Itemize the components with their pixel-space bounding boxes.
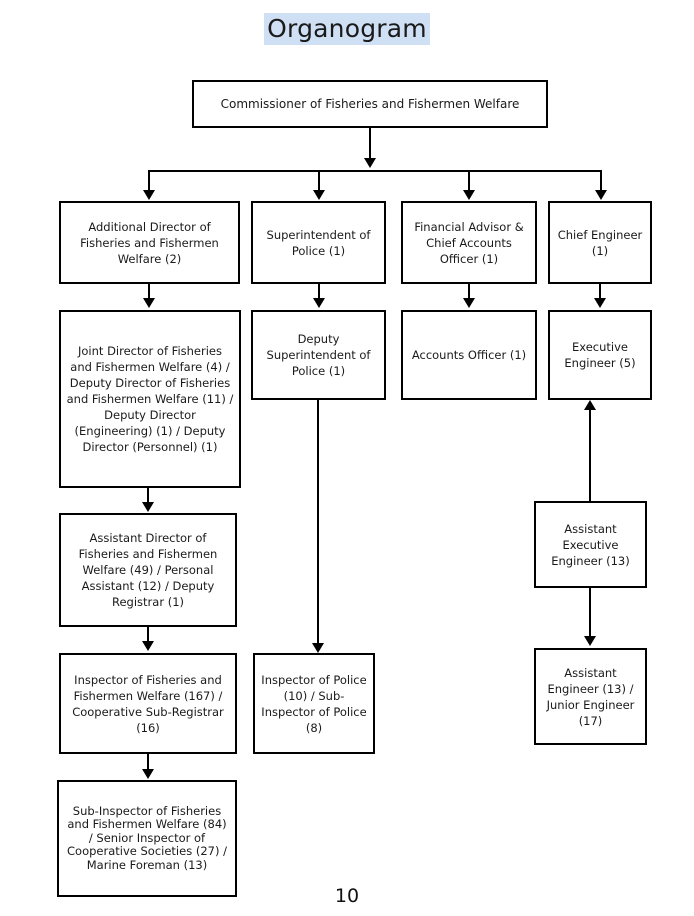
node-sub-inspector-of-fisheries[interactable]: Sub-Inspector of Fisheries and Fishermen… (57, 780, 237, 897)
node-inspector-of-police[interactable]: Inspector of Police (10) / Sub-Inspector… (253, 653, 375, 754)
connector-financial-to-accounts-arrow (463, 298, 475, 308)
node-sub-inspector-of-fisheries-label: Sub-Inspector of Fisheries and Fishermen… (67, 803, 227, 872)
node-financial-advisor-label: Financial Advisor & Chief Accounts Offic… (414, 219, 524, 266)
node-assistant-executive-engineer[interactable]: Assistant Executive Engineer (13) (534, 501, 647, 588)
node-executive-engineer-label: Executive Engineer (5) (564, 340, 636, 370)
connector-drop-superintendent (318, 170, 320, 192)
node-commissioner[interactable]: Commissioner of Fisheries and Fishermen … (192, 80, 548, 128)
connector-additional-to-joint-arrow (143, 298, 155, 308)
connector-assistant-exec-to-executive-arrow (584, 400, 596, 410)
connector-chief-to-executive-arrow (594, 298, 606, 308)
node-commissioner-label: Commissioner of Fisheries and Fishermen … (220, 96, 520, 111)
connector-inspector-to-sub-inspector (147, 754, 149, 770)
node-superintendent-of-police[interactable]: Superintendent of Police (1) (251, 201, 386, 284)
connector-additional-to-joint (148, 284, 150, 300)
node-assistant-engineer-label: Assistant Engineer (13) / Junior Enginee… (546, 665, 635, 728)
connector-assistant-exec-to-executive (589, 405, 591, 501)
node-assistant-director-label: Assistant Director of Fisheries and Fish… (78, 531, 218, 609)
connector-superintendent-to-deputy-arrow (313, 298, 325, 308)
connector-deputy-to-inspector-police (317, 400, 319, 646)
node-additional-director[interactable]: Additional Director of Fisheries and Fis… (59, 201, 240, 284)
node-deputy-superintendent-of-police[interactable]: Deputy Superintendent of Police (1) (251, 310, 386, 400)
connector-drop-additional-director (148, 170, 150, 192)
node-superintendent-of-police-label: Superintendent of Police (1) (266, 227, 371, 258)
page-title-text: Organogram (264, 13, 430, 45)
connector-commissioner-stem-arrow (364, 158, 376, 168)
node-executive-engineer[interactable]: Executive Engineer (5) (548, 310, 652, 400)
node-assistant-engineer[interactable]: Assistant Engineer (13) / Junior Enginee… (534, 648, 647, 745)
page-number: 10 (334, 885, 360, 907)
connector-drop-financial-advisor (468, 170, 470, 192)
node-accounts-officer-label: Accounts Officer (1) (411, 348, 527, 362)
node-chief-engineer-label: Chief Engineer (1) (557, 227, 643, 258)
connector-drop-chief-engineer (600, 170, 602, 192)
page-title: Organogram (0, 13, 694, 45)
connector-drop-financial-advisor-arrow (463, 190, 475, 200)
connector-assistant-exec-to-assistant-engineer (589, 588, 591, 640)
node-inspector-of-police-label: Inspector of Police (10) / Sub-Inspector… (261, 672, 367, 735)
connector-assistant-director-to-inspector-arrow (142, 641, 154, 651)
connector-chief-to-executive (599, 284, 601, 300)
connector-assistant-director-to-inspector (147, 627, 149, 643)
node-joint-director-label: Joint Director of Fisheries and Fisherme… (66, 344, 234, 454)
connector-drop-additional-director-arrow (143, 190, 155, 200)
node-chief-engineer[interactable]: Chief Engineer (1) (548, 201, 652, 284)
node-assistant-director[interactable]: Assistant Director of Fisheries and Fish… (59, 513, 237, 627)
node-additional-director-label: Additional Director of Fisheries and Fis… (80, 219, 219, 266)
node-financial-advisor[interactable]: Financial Advisor & Chief Accounts Offic… (401, 201, 537, 284)
connector-drop-superintendent-arrow (313, 190, 325, 200)
node-deputy-superintendent-of-police-label: Deputy Superintendent of Police (1) (266, 332, 371, 378)
node-inspector-of-fisheries-label: Inspector of Fisheries and Fishermen Wel… (72, 672, 224, 735)
connector-inspector-to-sub-inspector-arrow (142, 769, 154, 779)
node-joint-director[interactable]: Joint Director of Fisheries and Fisherme… (59, 310, 241, 488)
connector-commissioner-stem (369, 128, 371, 162)
connector-financial-to-accounts (468, 284, 470, 300)
connector-assistant-exec-to-assistant-engineer-arrow (584, 636, 596, 646)
node-assistant-executive-engineer-label: Assistant Executive Engineer (13) (551, 521, 630, 568)
connector-drop-chief-engineer-arrow (595, 190, 607, 200)
connector-deputy-to-inspector-police-arrow (312, 643, 324, 653)
connector-joint-to-assistant-director (147, 488, 149, 504)
node-accounts-officer[interactable]: Accounts Officer (1) (401, 310, 537, 400)
connector-superintendent-to-deputy (318, 284, 320, 300)
node-inspector-of-fisheries[interactable]: Inspector of Fisheries and Fishermen Wel… (59, 653, 237, 754)
connector-level1-bus (148, 170, 602, 172)
connector-joint-to-assistant-director-arrow (142, 502, 154, 512)
